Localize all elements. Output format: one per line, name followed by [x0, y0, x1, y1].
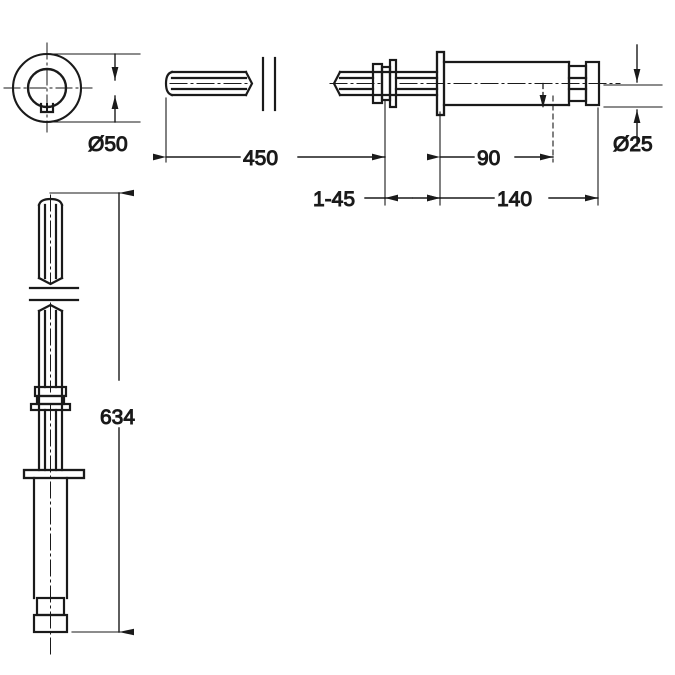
front-spout-lower — [37, 309, 64, 389]
front-body-cylinder — [32, 476, 69, 600]
dimension-140-label: 140 — [497, 188, 532, 211]
spout-top-view — [164, 50, 621, 117]
diameter-50-dimension — [46, 53, 141, 123]
diameter-25-label: Ø25 — [613, 133, 653, 156]
top-view-extension-lines — [165, 95, 599, 206]
diameter-50-label: Ø50 — [88, 133, 128, 156]
front-break-symbol-lower — [28, 298, 80, 313]
spout-right-segment — [338, 70, 375, 97]
dimension-1-45-label: 1-45 — [313, 188, 355, 211]
plan-centerlines — [3, 42, 93, 133]
spout-front-view — [22, 194, 86, 656]
dimension-634-label: 634 — [100, 406, 135, 429]
front-break-symbol-upper — [28, 276, 80, 290]
escutcheon-plan-view — [3, 42, 93, 133]
break-symbol-left — [244, 56, 265, 112]
dimension-450-label: 450 — [243, 147, 278, 170]
front-shank — [37, 408, 64, 472]
dimension-90-label: 90 — [477, 147, 500, 170]
threaded-collar — [371, 58, 398, 109]
spout-shank — [394, 70, 439, 97]
spout-left-segment — [164, 70, 248, 97]
diameter-25-dimension — [603, 44, 663, 147]
front-wall-flange — [22, 468, 86, 480]
dimension-634 — [49, 189, 134, 636]
